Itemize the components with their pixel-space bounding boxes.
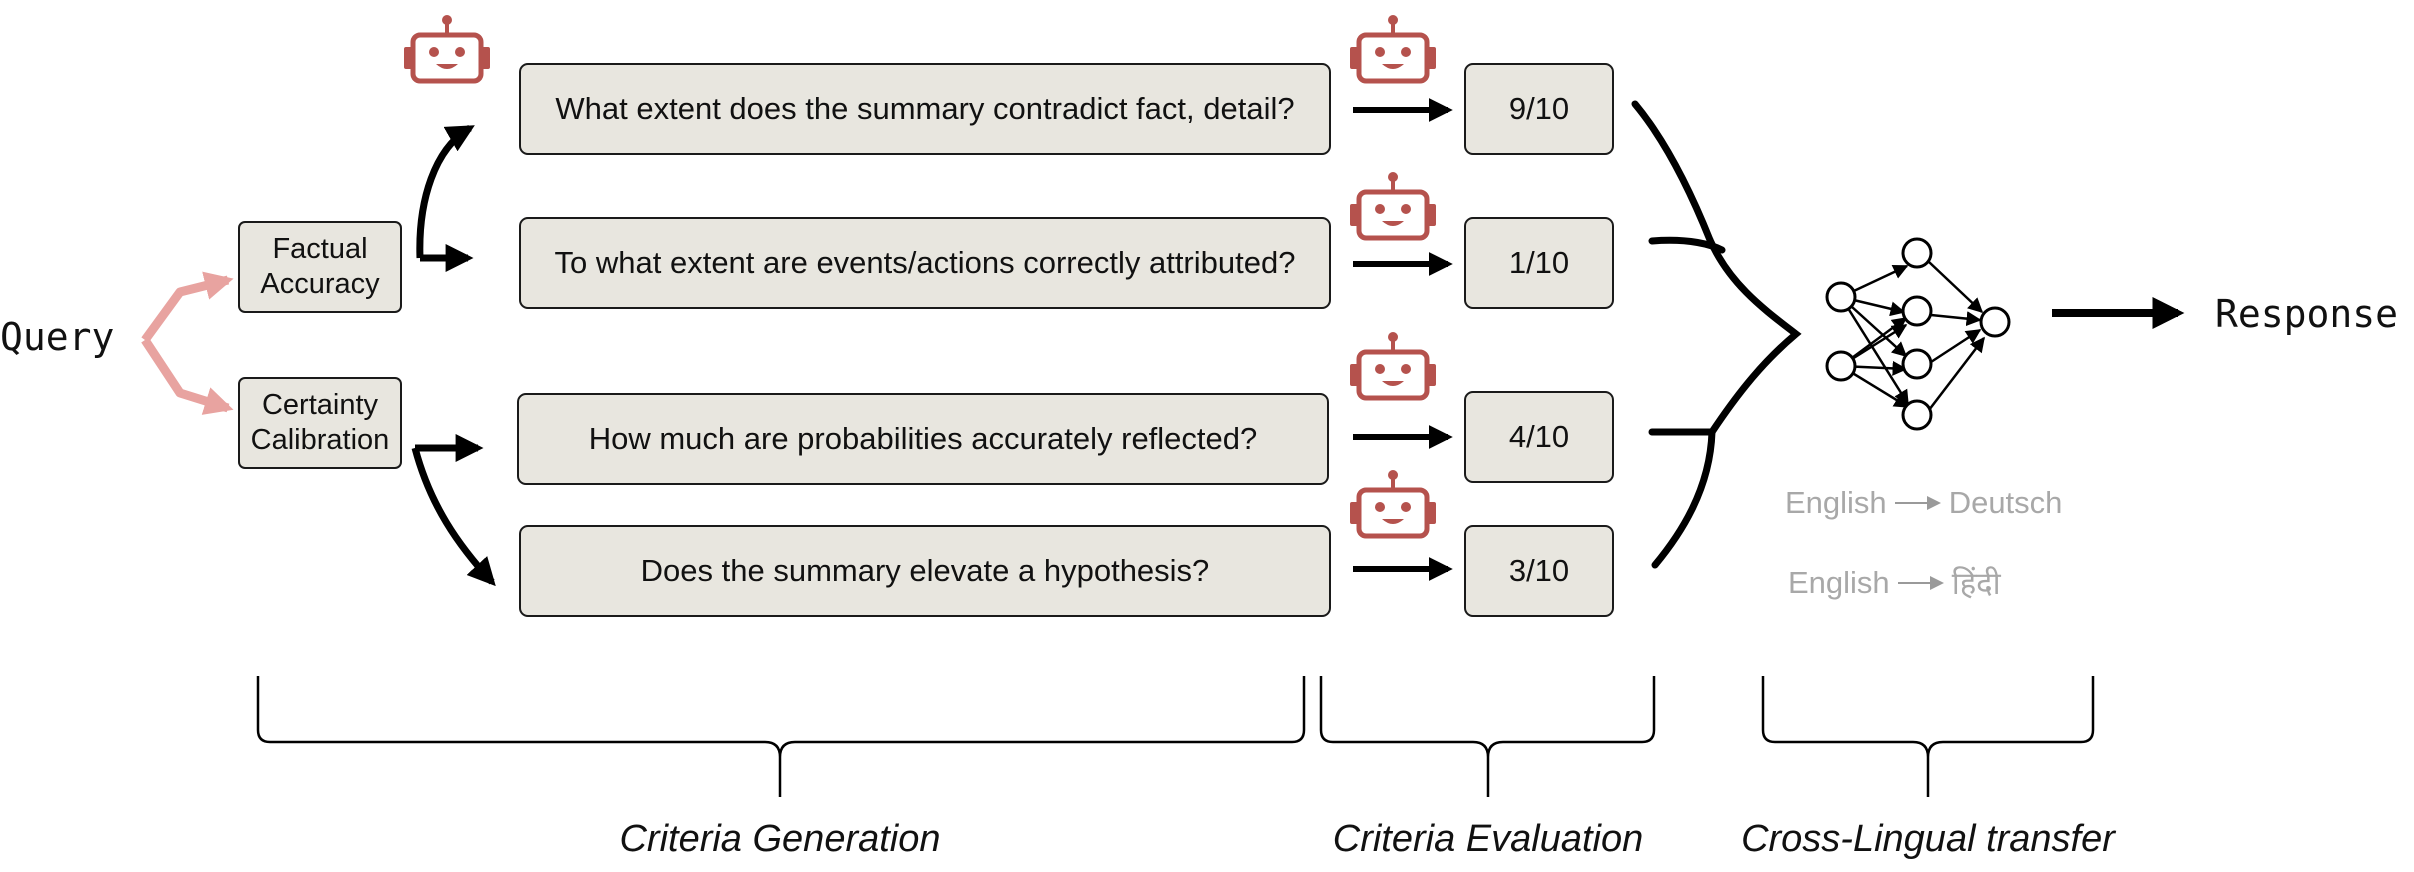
category-line: Factual xyxy=(272,232,368,265)
query-label: Query xyxy=(0,315,115,359)
criterion-question: How much are probabilities accurately re… xyxy=(517,393,1329,485)
target-language: Deutsch xyxy=(1948,485,2063,520)
query-fork-arrows xyxy=(141,271,234,415)
arrow-right-icon xyxy=(1894,495,1941,511)
robot-icon xyxy=(404,15,490,81)
merge-brace xyxy=(1631,100,1802,569)
robot-icon xyxy=(1350,172,1436,238)
category-factual-accuracy: Factual Accuracy xyxy=(238,221,402,313)
score-box: 1/10 xyxy=(1464,217,1614,309)
robot-icon xyxy=(1350,470,1436,536)
arrow-right-icon xyxy=(1897,575,1944,591)
category-line: Certainty xyxy=(261,388,379,421)
score-box: 4/10 xyxy=(1464,391,1614,483)
response-label: Response xyxy=(2215,292,2399,336)
stage-label-cross-lingual: Cross-Lingual transfer xyxy=(1741,818,2115,860)
stage-label-criteria-generation: Criteria Generation xyxy=(619,818,941,860)
score-box: 3/10 xyxy=(1464,525,1614,617)
target-language: हिंदी xyxy=(1951,566,2001,601)
score-box: 9/10 xyxy=(1464,63,1614,155)
stage-braces xyxy=(256,676,2095,797)
criterion-question: Does the summary elevate a hypothesis? xyxy=(519,525,1331,617)
source-language: English xyxy=(1788,565,1890,600)
category-certainty-calibration: Certainty Calibration xyxy=(238,377,402,469)
score-arrows xyxy=(1353,98,1453,581)
brace-criteria-evaluation xyxy=(1319,676,1656,797)
source-language: English xyxy=(1785,485,1887,520)
category-line: Accuracy xyxy=(260,268,380,300)
neural-network-icon xyxy=(1825,237,2011,431)
criterion-question: To what extent are events/actions correc… xyxy=(519,217,1331,309)
translation-pair: English Deutsch xyxy=(1785,485,2062,521)
category-line: Calibration xyxy=(250,424,390,456)
brace-criteria-generation xyxy=(256,676,1306,797)
stage-label-criteria-evaluation: Criteria Evaluation xyxy=(1332,818,1644,860)
robot-icon xyxy=(1350,332,1436,398)
brace-cross-lingual xyxy=(1761,676,2095,797)
translation-pair: English हिंदी xyxy=(1788,562,2001,604)
category-arrows xyxy=(411,124,496,587)
criterion-question: What extent does the summary contradict … xyxy=(519,63,1331,155)
robot-icon xyxy=(1350,15,1436,81)
